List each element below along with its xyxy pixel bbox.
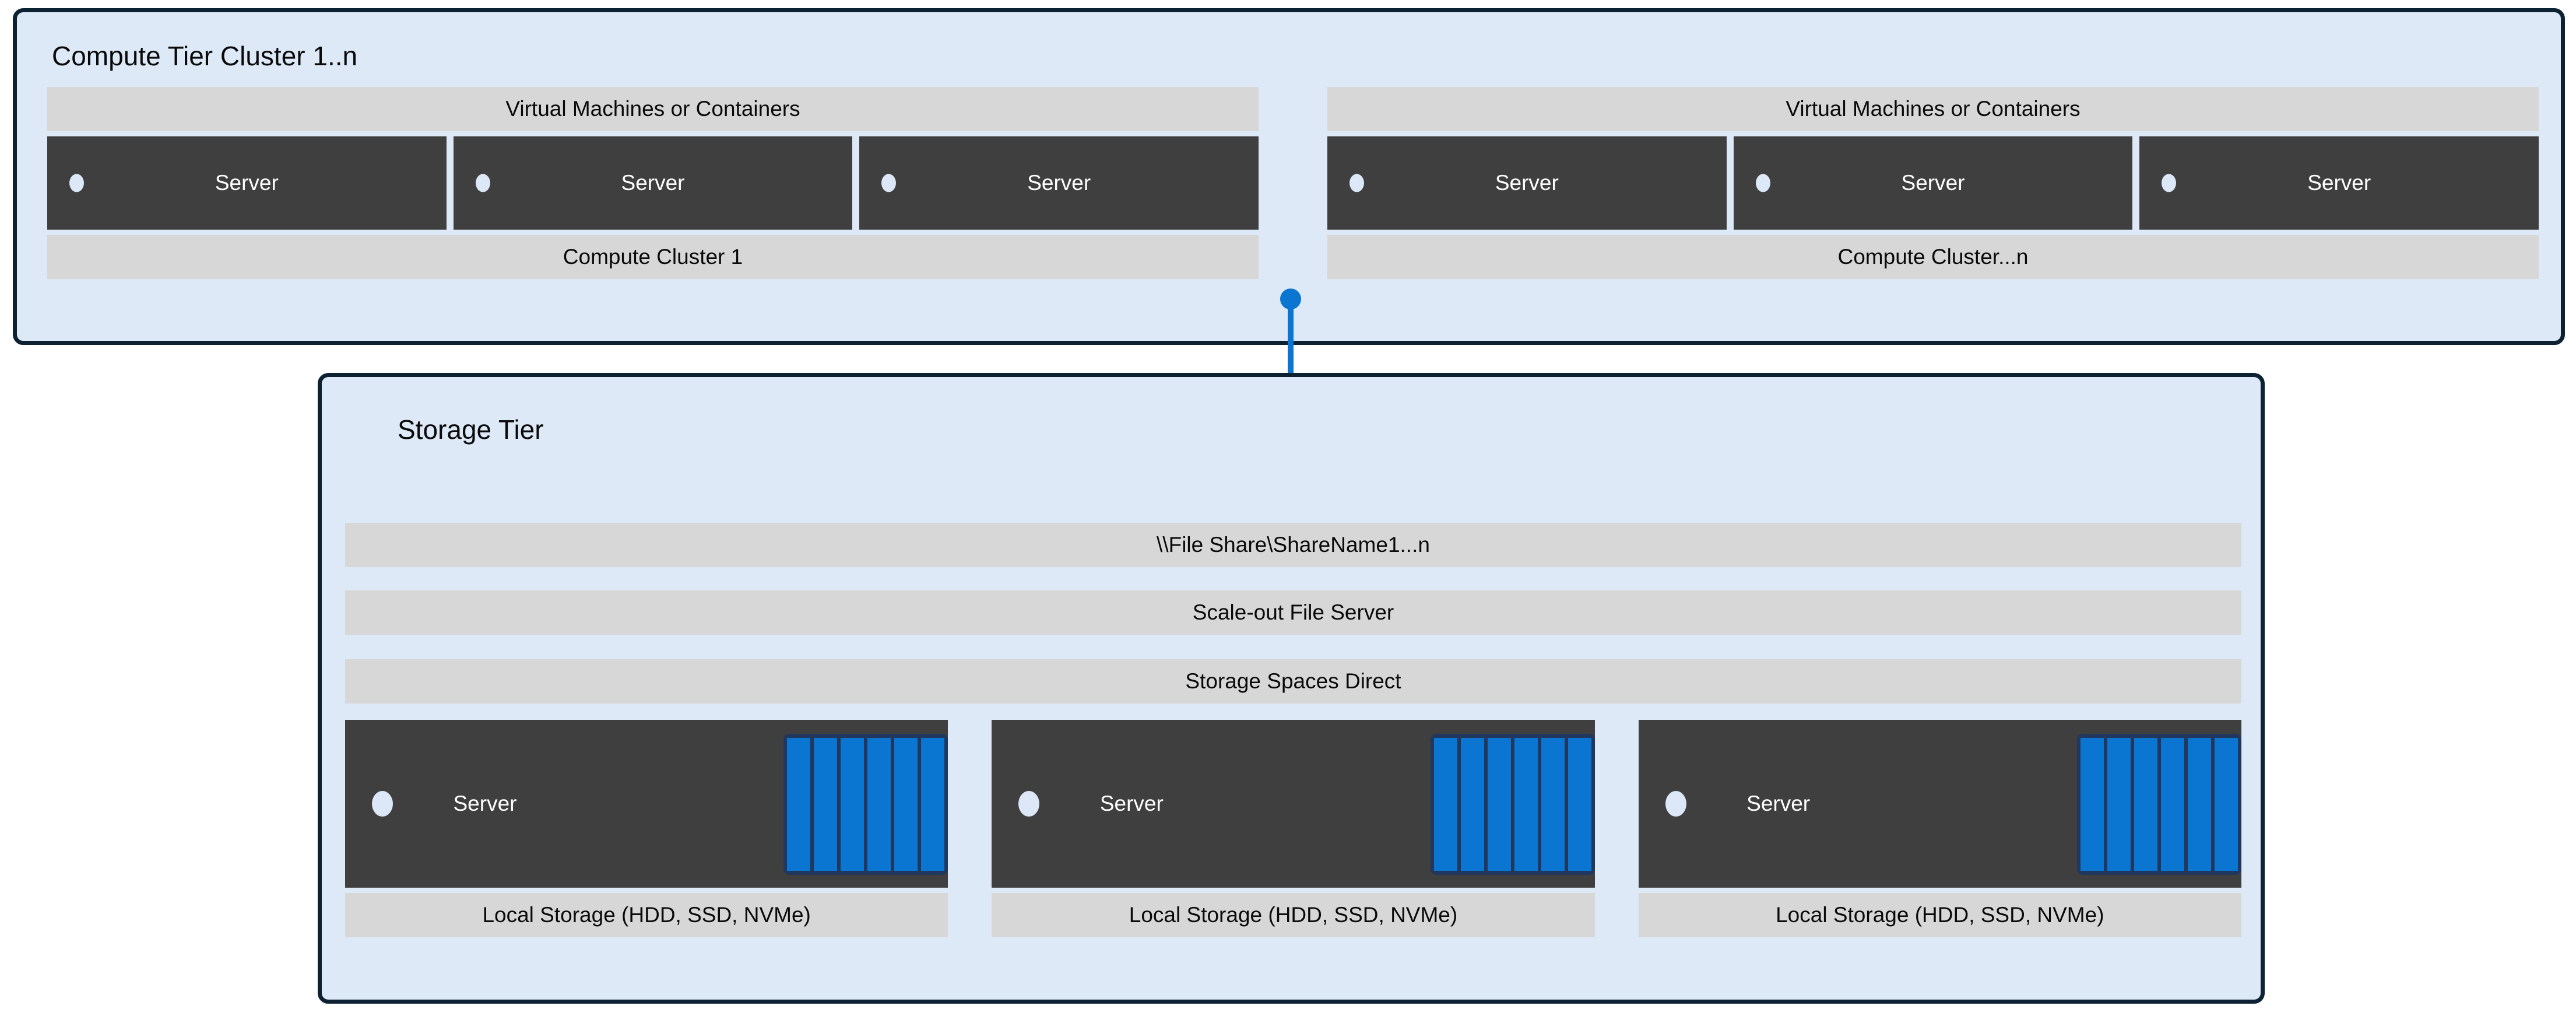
compute-server[interactable]: Server xyxy=(1733,136,2133,230)
disk-icon xyxy=(841,738,864,871)
disk-array-icon xyxy=(1430,734,1595,875)
storage-node: Server Local Storage (HDD, SSD, NVMe) xyxy=(1638,720,2241,937)
status-led-icon xyxy=(372,791,393,817)
cluster-1-server-row: Server Server Server xyxy=(47,136,1259,230)
disk-icon xyxy=(1487,738,1511,871)
compute-server[interactable]: Server xyxy=(47,136,447,230)
cluster-n-header: Virtual Machines or Containers xyxy=(1327,87,2539,131)
cluster-1-header: Virtual Machines or Containers xyxy=(47,87,1259,131)
file-share-band: \\File Share\ShareName1...n xyxy=(345,523,2241,567)
status-led-icon xyxy=(2162,174,2177,192)
compute-server[interactable]: Server xyxy=(2139,136,2539,230)
compute-server-label: Server xyxy=(2307,171,2371,195)
disk-icon xyxy=(1541,738,1565,871)
storage-node-row: Server Local Storage (HDD, SSD, NVMe) Se… xyxy=(345,720,2241,937)
compute-server-label: Server xyxy=(1027,171,1091,195)
storage-server-label: Server xyxy=(1099,792,1164,815)
compute-server[interactable]: Server xyxy=(453,136,853,230)
compute-server-label: Server xyxy=(1901,171,1965,195)
storage-server-label: Server xyxy=(453,792,517,815)
compute-server-label: Server xyxy=(215,171,279,195)
compute-cluster-1: Virtual Machines or Containers Server Se… xyxy=(47,87,1259,279)
disk-array-icon xyxy=(783,734,948,875)
disk-icon xyxy=(814,738,838,871)
disk-icon xyxy=(1514,738,1538,871)
compute-tier-title: Compute Tier Cluster 1..n xyxy=(52,41,358,71)
local-storage-caption: Local Storage (HDD, SSD, NVMe) xyxy=(345,893,948,937)
storage-server[interactable]: Server xyxy=(345,720,948,888)
disk-icon xyxy=(921,738,945,871)
cluster-n-server-row: Server Server Server xyxy=(1327,136,2539,230)
storage-node: Server Local Storage (HDD, SSD, NVMe) xyxy=(992,720,1595,937)
scale-out-file-server-band: Scale-out File Server xyxy=(345,590,2241,635)
storage-tier-title: Storage Tier xyxy=(398,414,544,445)
status-led-icon xyxy=(881,174,897,192)
status-led-icon xyxy=(1755,174,1770,192)
disk-icon xyxy=(1568,738,1591,871)
status-led-icon xyxy=(1018,791,1040,817)
disk-icon xyxy=(2214,738,2238,871)
compute-server[interactable]: Server xyxy=(1327,136,1727,230)
disk-icon xyxy=(2080,738,2104,871)
storage-server-label: Server xyxy=(1746,792,1811,815)
disk-icon xyxy=(2187,738,2211,871)
disk-icon xyxy=(1460,738,1484,871)
compute-tier-panel: Compute Tier Cluster 1..n Virtual Machin… xyxy=(13,8,2565,345)
cluster-1-footer: Compute Cluster 1 xyxy=(47,235,1259,279)
connector-line xyxy=(1288,296,1294,416)
status-led-icon xyxy=(475,174,490,192)
connector-dot-top-icon xyxy=(1280,289,1301,309)
compute-cluster-n: Virtual Machines or Containers Server Se… xyxy=(1327,87,2539,279)
compute-server[interactable]: Server xyxy=(859,136,1259,230)
disk-icon xyxy=(2107,738,2131,871)
status-led-icon xyxy=(69,174,84,192)
local-storage-caption: Local Storage (HDD, SSD, NVMe) xyxy=(992,893,1595,937)
disk-icon xyxy=(867,738,891,871)
storage-tier-panel: Storage Tier \\File Share\ShareName1...n… xyxy=(318,373,2265,1004)
storage-node: Server Local Storage (HDD, SSD, NVMe) xyxy=(345,720,948,937)
storage-server[interactable]: Server xyxy=(992,720,1595,888)
disk-icon xyxy=(894,738,918,871)
disk-icon xyxy=(1433,738,1457,871)
disk-array-icon xyxy=(2076,734,2241,875)
compute-server-label: Server xyxy=(1495,171,1559,195)
storage-spaces-direct-band: Storage Spaces Direct xyxy=(345,659,2241,704)
compute-server-label: Server xyxy=(621,171,685,195)
status-led-icon xyxy=(1665,791,1686,817)
storage-server[interactable]: Server xyxy=(1638,720,2241,888)
disk-icon xyxy=(787,738,811,871)
disk-icon xyxy=(2134,738,2157,871)
disk-icon xyxy=(2160,738,2184,871)
cluster-n-footer: Compute Cluster...n xyxy=(1327,235,2539,279)
status-led-icon xyxy=(1349,174,1364,192)
local-storage-caption: Local Storage (HDD, SSD, NVMe) xyxy=(1638,893,2241,937)
